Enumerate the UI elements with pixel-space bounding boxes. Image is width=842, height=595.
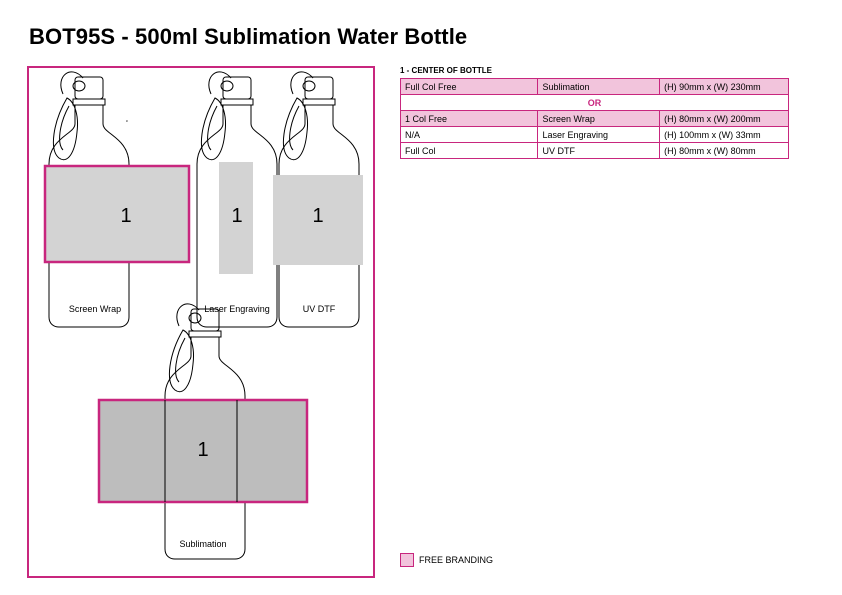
- print-area-laser-engraving: [219, 162, 253, 274]
- bottle-illustrations: 1 c 1 1 1: [43, 71, 363, 560]
- cell-method: Laser Engraving: [537, 126, 661, 143]
- free-branding-swatch: [400, 553, 414, 567]
- area-number-uv-dtf: 1: [312, 205, 323, 227]
- area-number-sublimation: 1: [197, 439, 208, 461]
- cell-size: (H) 80mm x (W) 80mm: [659, 142, 789, 159]
- cell-colour: Full Col: [399, 142, 539, 159]
- cell-colour: 1 Col Free: [399, 110, 539, 127]
- cell-size: (H) 90mm x (W) 230mm: [659, 78, 789, 95]
- print-area-sublimation: [97, 398, 309, 504]
- print-area-screen-wrap: [43, 164, 191, 264]
- branding-table: Full Col Free Sublimation (H) 90mm x (W)…: [399, 78, 789, 159]
- print-area-uv-dtf: [273, 175, 363, 265]
- caption-laser-engraving: Laser Engraving: [204, 304, 270, 314]
- caption-screen-wrap: Screen Wrap: [68, 304, 122, 314]
- table-row: Full Col UV DTF (H) 80mm x (W) 80mm: [399, 142, 789, 159]
- cell-size: (H) 80mm x (W) 200mm: [659, 110, 789, 127]
- caption-sublimation: Sublimation: [179, 539, 227, 549]
- free-branding-legend: FREE BRANDING: [400, 553, 493, 567]
- cell-colour: Full Col Free: [399, 78, 539, 95]
- caption-uv-dtf: UV DTF: [302, 304, 336, 314]
- area-number-laser-engraving: 1: [231, 205, 242, 227]
- bottle-views-panel: 1 c 1 1 1 Screen Wrap Laser Engraving UV…: [27, 66, 375, 578]
- cell-method: Sublimation: [537, 78, 661, 95]
- table-row: 1 Col Free Screen Wrap (H) 80mm x (W) 20…: [399, 110, 789, 127]
- cell-method: UV DTF: [537, 142, 661, 159]
- cell-size: (H) 100mm x (W) 33mm: [659, 126, 789, 143]
- page-title: BOT95S - 500ml Sublimation Water Bottle: [29, 24, 468, 49]
- or-separator: OR: [400, 94, 789, 111]
- svg-text:c: c: [126, 118, 128, 123]
- cell-method: Screen Wrap: [537, 110, 661, 127]
- legend-label: FREE BRANDING: [419, 555, 494, 565]
- area-number-screen-wrap: 1: [120, 205, 131, 227]
- position-heading: 1 - CENTER OF BOTTLE: [400, 66, 492, 75]
- cell-colour: N/A: [399, 126, 539, 143]
- table-row: N/A Laser Engraving (H) 100mm x (W) 33mm: [399, 126, 789, 143]
- table-row-or: OR: [400, 94, 789, 111]
- table-row: Full Col Free Sublimation (H) 90mm x (W)…: [399, 78, 789, 95]
